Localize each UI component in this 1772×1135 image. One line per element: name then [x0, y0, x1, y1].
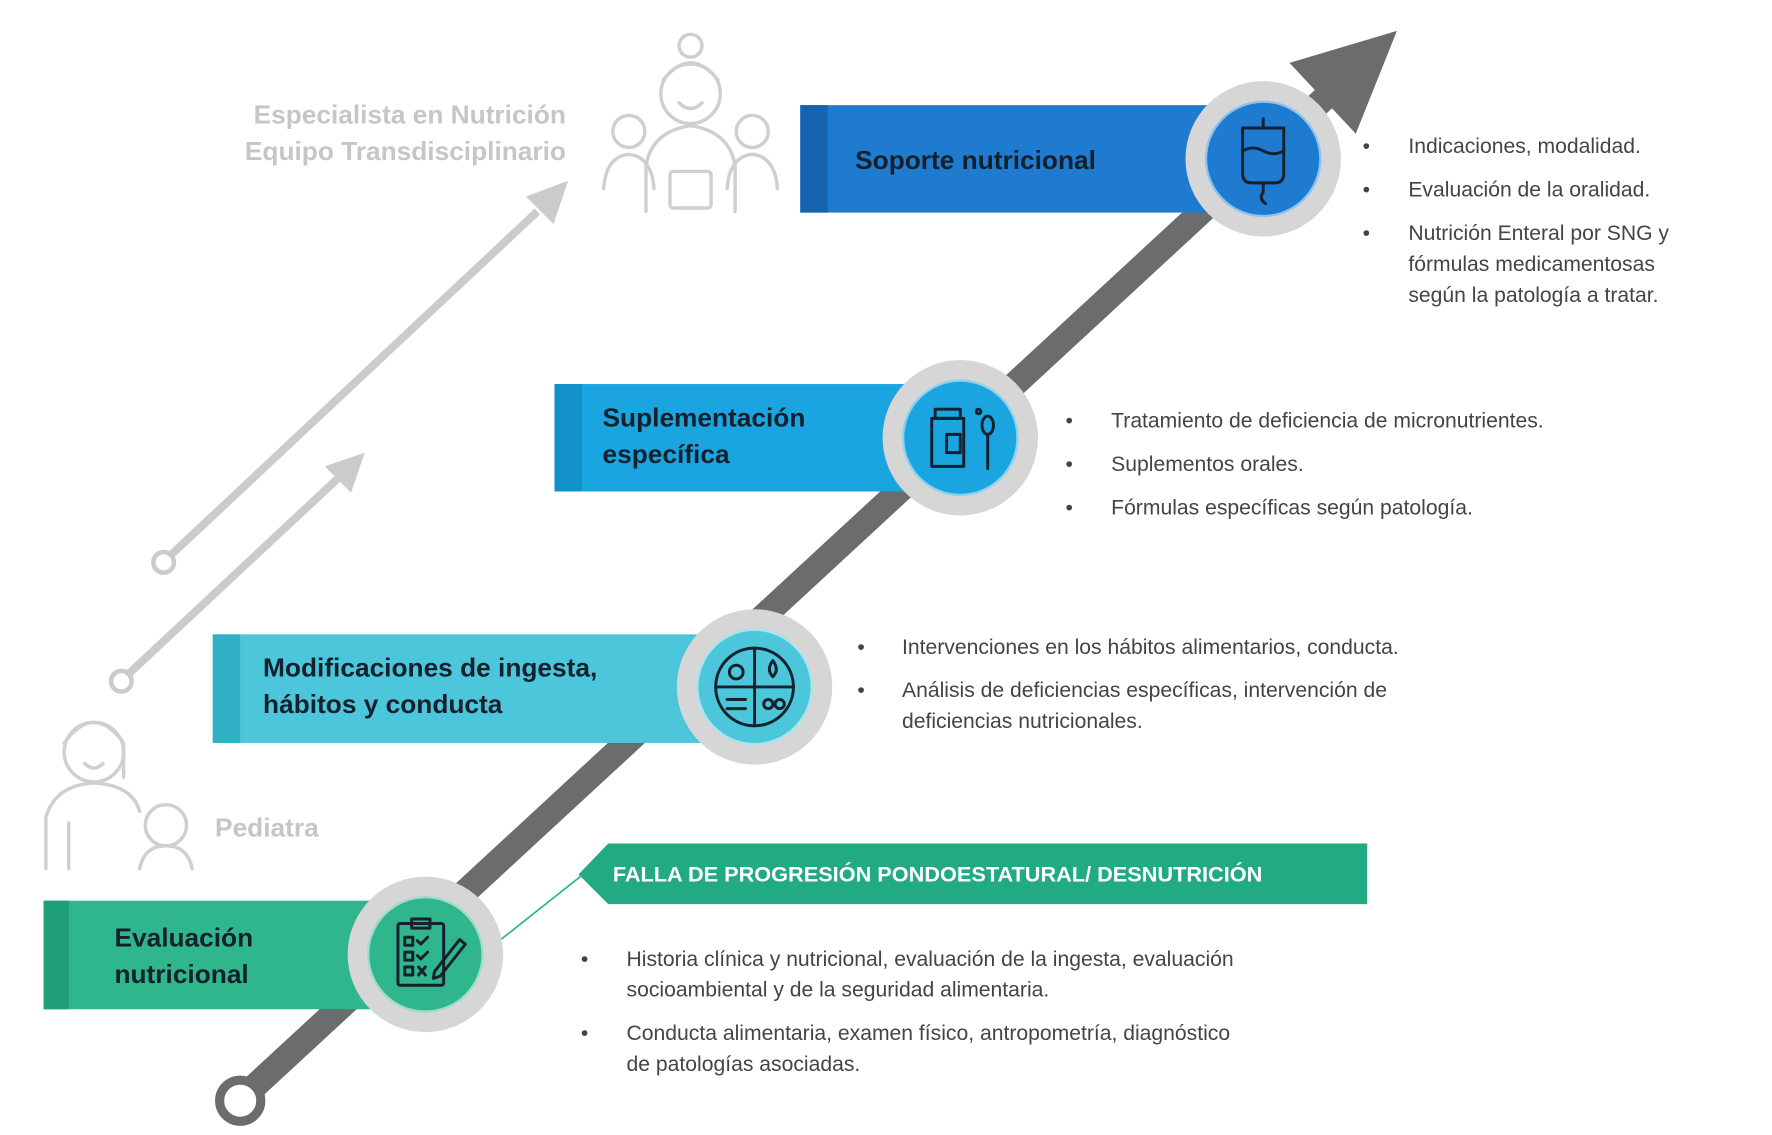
- bullet-item: Nutrición Enteral por SNG y: [1408, 222, 1669, 245]
- bullet-item: socioambiental y de la seguridad aliment…: [627, 979, 1050, 1002]
- svg-text:•: •: [581, 1022, 588, 1045]
- bullet-item: deficiencias nutricionales.: [902, 710, 1143, 733]
- step-title: Modificaciones de ingesta,: [263, 653, 597, 683]
- bullet-item: Indicaciones, modalidad.: [1408, 135, 1641, 158]
- bullet-item: Análisis de deficiencias específicas, in…: [902, 679, 1387, 702]
- specialist-role-label: Especialista en Nutrición: [254, 99, 566, 129]
- step-title: nutricional: [114, 959, 248, 989]
- svg-text:•: •: [1065, 496, 1072, 519]
- bullet-item: Evaluación de la oralidad.: [1408, 179, 1650, 202]
- bullet-item: Suplementos orales.: [1111, 453, 1304, 476]
- svg-text:•: •: [1363, 222, 1370, 245]
- food-plate-icon: [714, 646, 795, 728]
- step-suplementacion-especifica: Suplementación específica: [554, 360, 1039, 516]
- step-title: Evaluación: [114, 922, 253, 952]
- step-soporte-nutricional: Soporte nutricional: [800, 81, 1341, 237]
- clipboard-checklist-icon: [396, 917, 467, 987]
- secondary-arrows: [108, 180, 569, 694]
- step-title: específica: [603, 439, 730, 469]
- bullet-item: fórmulas medicamentosas: [1408, 253, 1655, 276]
- evaluacion-bullets: • Historia clínica y nutricional, evalua…: [581, 948, 1234, 1076]
- bullet-item: Conducta alimentaria, examen físico, ant…: [627, 1022, 1231, 1045]
- team-role-label: Equipo Transdisciplinario: [245, 136, 566, 166]
- bullet-item: Historia clínica y nutricional, evaluaci…: [627, 948, 1234, 971]
- pediatrician-role-label: Pediatra: [215, 813, 319, 843]
- svg-text:•: •: [581, 948, 588, 971]
- step-evaluacion-nutricional: Evaluación nutricional: [43, 873, 584, 1033]
- svg-text:•: •: [1065, 409, 1072, 432]
- svg-text:•: •: [857, 636, 864, 659]
- pediatrician-icon: [44, 720, 194, 871]
- svg-text:•: •: [1065, 453, 1072, 476]
- arrowhead-icon: [525, 180, 569, 225]
- modificaciones-bullets: • Intervenciones en los hábitos alimenta…: [857, 636, 1398, 733]
- suplementacion-bullets: • Tratamiento de deficiencia de micronut…: [1065, 409, 1543, 519]
- svg-text:•: •: [857, 679, 864, 702]
- diagnosis-banner-text: FALLA DE PROGRESIÓN PONDOESTATURAL/ DESN…: [613, 861, 1263, 886]
- arrowhead-icon: [324, 452, 365, 493]
- step-modificaciones-ingesta: Modificaciones de ingesta, hábitos y con…: [212, 609, 833, 765]
- bullet-item: de patologías asociadas.: [627, 1053, 861, 1076]
- svg-text:•: •: [1363, 135, 1370, 158]
- step-title: hábitos y conducta: [263, 689, 503, 719]
- specialist-team-icon: [601, 32, 780, 214]
- diagnosis-banner: FALLA DE PROGRESIÓN PONDOESTATURAL/ DESN…: [578, 843, 1368, 905]
- bullet-item: Tratamiento de deficiencia de micronutri…: [1111, 409, 1544, 432]
- step-title: Soporte nutricional: [855, 145, 1096, 175]
- supplement-bottle-icon: [930, 407, 995, 471]
- step-title: Suplementación: [603, 402, 806, 432]
- bullet-item: según la patología a tratar.: [1408, 284, 1658, 307]
- bullet-item: Fórmulas específicas según patología.: [1111, 496, 1473, 519]
- soporte-bullets: • Indicaciones, modalidad. • Evaluación …: [1363, 135, 1670, 307]
- arrowhead-icon: [1289, 30, 1397, 134]
- start-ring: [215, 1075, 266, 1126]
- iv-bag-icon: [1241, 117, 1286, 205]
- svg-text:•: •: [1363, 179, 1370, 202]
- bullet-item: Intervenciones en los hábitos alimentari…: [902, 636, 1399, 659]
